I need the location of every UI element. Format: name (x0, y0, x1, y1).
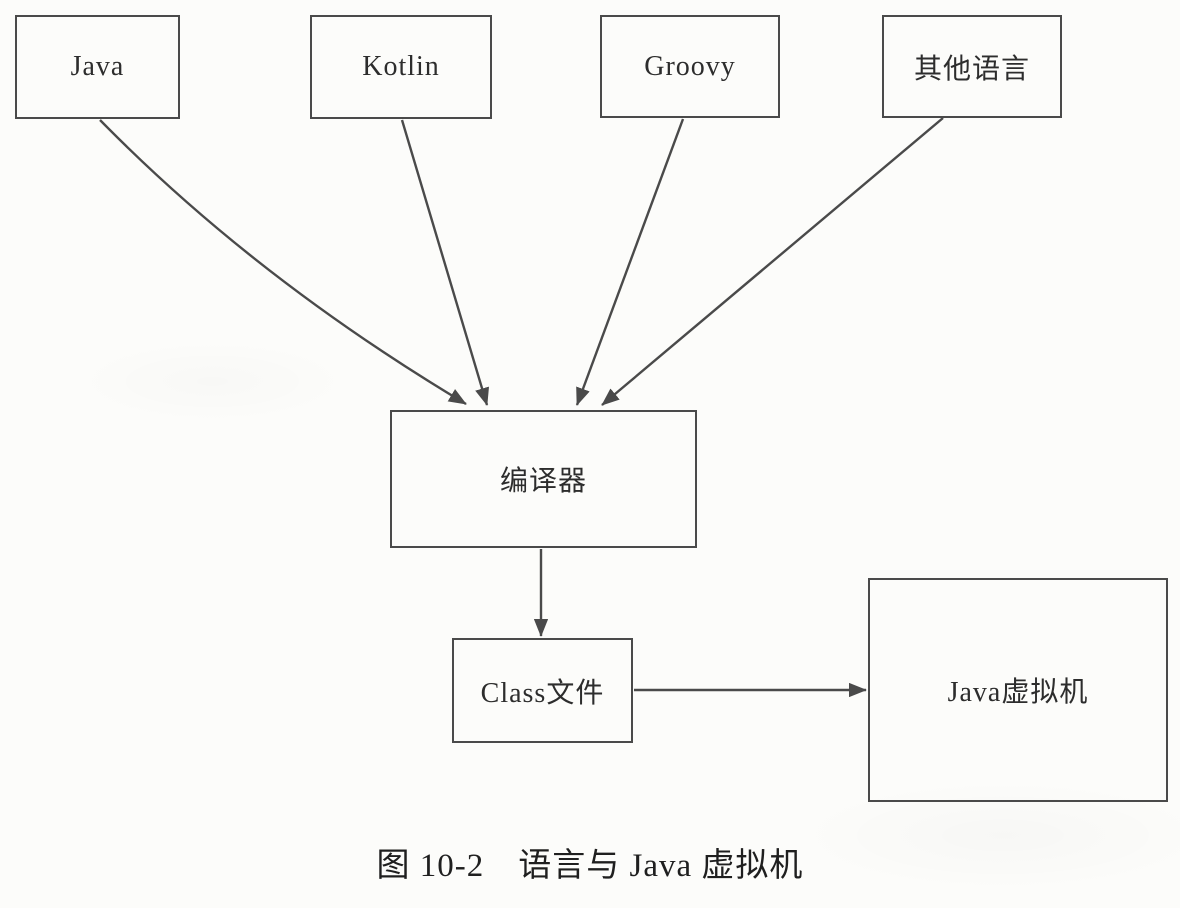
node-groovy-label: Groovy (644, 50, 736, 82)
node-java: Java (15, 15, 180, 119)
node-kotlin-label: Kotlin (362, 51, 440, 82)
node-other-languages-label: 其他语言 (913, 53, 1030, 85)
node-other-languages: 其他语言 (882, 15, 1062, 118)
arrow-other-languages-to-compiler (601, 117, 944, 406)
node-class-file-label: Class文件 (480, 677, 605, 709)
figure-caption: 图 10-2 语言与 Java 虚拟机 (376, 848, 804, 884)
node-kotlin: Kotlin (310, 15, 492, 119)
node-class-file: Class文件 (452, 638, 633, 743)
node-jvm: Java虚拟机 (868, 578, 1168, 802)
node-groovy: Groovy (600, 15, 780, 118)
arrow-java-to-compiler (99, 119, 467, 406)
node-compiler: 编译器 (390, 410, 697, 548)
arrow-kotlin-to-compiler (400, 119, 490, 406)
node-jvm-label: Java虚拟机 (947, 677, 1089, 708)
node-compiler-label: 编译器 (499, 466, 587, 497)
arrow-groovy-to-compiler (575, 118, 685, 406)
node-java-label: Java (70, 51, 125, 82)
